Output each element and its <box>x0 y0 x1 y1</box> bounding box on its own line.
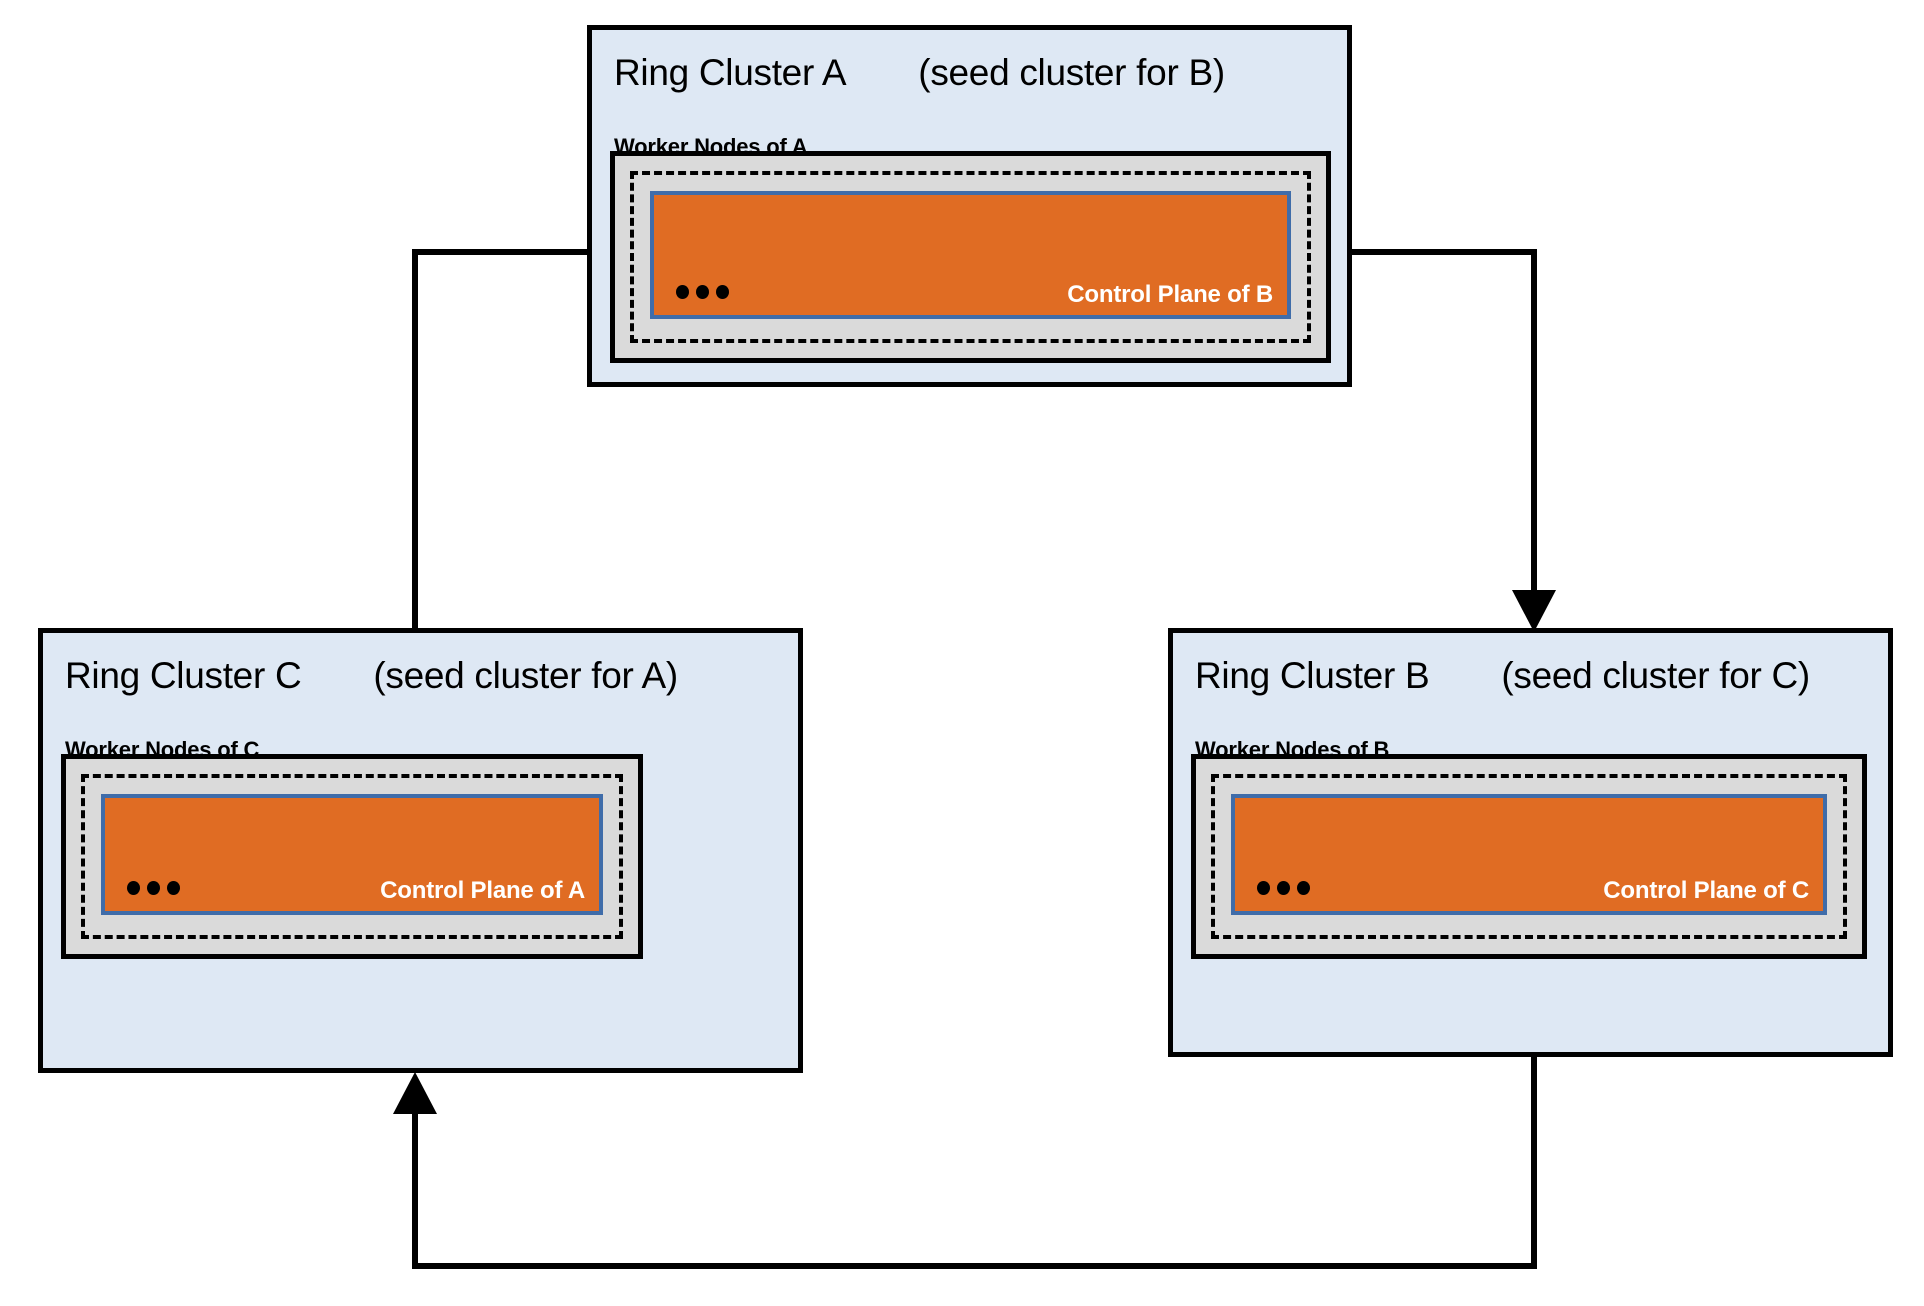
worker-nodes-box-c[interactable]: Control Plane of A <box>61 754 643 959</box>
control-plane-box-c[interactable]: Control Plane of C <box>1231 794 1827 915</box>
cluster-box-a[interactable]: Ring Cluster A (seed cluster for B) Work… <box>587 25 1352 387</box>
dot-3 <box>1297 881 1310 895</box>
arrow-a-to-b <box>1352 249 1556 632</box>
cluster-b-name: Ring Cluster B <box>1195 655 1430 696</box>
cluster-c-title-row: Ring Cluster C (seed cluster for A) <box>65 657 788 694</box>
control-plane-label-b: Control Plane of B <box>1067 281 1273 308</box>
dot-1 <box>127 881 140 895</box>
cluster-box-b[interactable]: Ring Cluster B (seed cluster for C) Work… <box>1168 628 1893 1057</box>
cluster-b-title-row: Ring Cluster B (seed cluster for C) <box>1195 657 1878 694</box>
control-plane-label-a: Control Plane of A <box>380 877 585 904</box>
cluster-c-seed-note: (seed cluster for A) <box>373 655 678 696</box>
control-plane-label-c: Control Plane of C <box>1603 877 1809 904</box>
dot-3 <box>167 881 180 895</box>
dot-3 <box>716 285 729 299</box>
node-group-dashed-a: Control Plane of B <box>630 171 1311 343</box>
node-group-dashed-b: Control Plane of C <box>1211 774 1847 939</box>
cluster-a-header: Ring Cluster A (seed cluster for B) Work… <box>614 54 1337 158</box>
ellipsis-dots-a <box>676 285 729 299</box>
dot-1 <box>676 285 689 299</box>
ellipsis-dots-c <box>127 881 180 895</box>
cluster-a-title-row: Ring Cluster A (seed cluster for B) <box>614 54 1337 91</box>
dot-2 <box>147 881 160 895</box>
control-plane-box-a[interactable]: Control Plane of A <box>101 794 603 915</box>
cluster-b-header: Ring Cluster B (seed cluster for C) Work… <box>1195 657 1878 761</box>
node-group-dashed-c: Control Plane of A <box>81 774 623 939</box>
cluster-c-name: Ring Cluster C <box>65 655 302 696</box>
cluster-c-header: Ring Cluster C (seed cluster for A) Work… <box>65 657 788 761</box>
dot-1 <box>1257 881 1270 895</box>
arrow-b-to-c <box>393 1057 1537 1269</box>
control-plane-box-b[interactable]: Control Plane of B <box>650 191 1291 319</box>
dot-2 <box>696 285 709 299</box>
cluster-b-seed-note: (seed cluster for C) <box>1501 655 1810 696</box>
dot-2 <box>1277 881 1290 895</box>
worker-nodes-box-b[interactable]: Control Plane of C <box>1191 754 1867 959</box>
cluster-a-seed-note: (seed cluster for B) <box>918 52 1225 93</box>
ellipsis-dots-b <box>1257 881 1310 895</box>
cluster-box-c[interactable]: Ring Cluster C (seed cluster for A) Work… <box>38 628 803 1073</box>
cluster-a-name: Ring Cluster A <box>614 52 847 93</box>
worker-nodes-box-a[interactable]: Control Plane of B <box>610 151 1331 363</box>
